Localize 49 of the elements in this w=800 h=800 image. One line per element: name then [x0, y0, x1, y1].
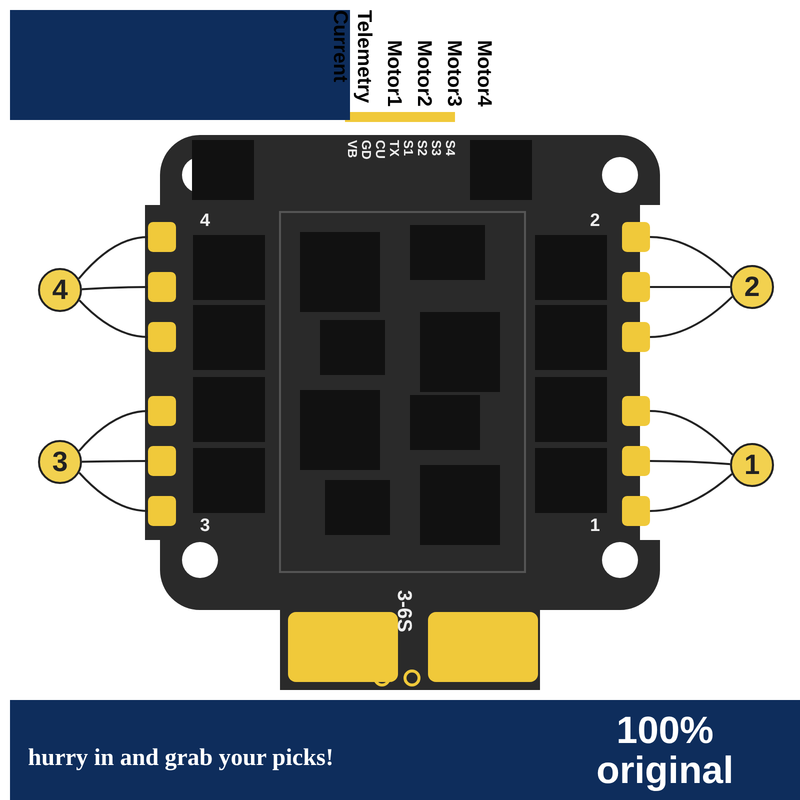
leader-line	[650, 473, 733, 512]
solder-pad	[622, 496, 650, 526]
pin-label: VB	[345, 140, 360, 158]
leader-line	[650, 236, 733, 278]
pin-function-label: Motor2	[412, 40, 435, 107]
leader-line	[78, 300, 148, 338]
pin-label: TX	[387, 140, 402, 157]
pin-label: S2	[415, 140, 430, 156]
callout-number: 1	[730, 443, 774, 487]
solder-pad	[622, 322, 650, 352]
leader-line	[78, 236, 148, 280]
motor-number: 3	[200, 515, 210, 536]
callout-number: 2	[730, 265, 774, 309]
voltage-label: 3-6S	[392, 590, 415, 632]
solder-pad	[622, 396, 650, 426]
leader-line	[650, 460, 730, 466]
solder-pad	[148, 222, 176, 252]
leader-line	[78, 410, 148, 452]
solder-pad	[148, 496, 176, 526]
pin-label: S3	[429, 140, 444, 156]
solder-pad	[622, 222, 650, 252]
solder-pad	[622, 446, 650, 476]
pin-function-label: Motor1	[382, 40, 405, 107]
solder-pad	[148, 396, 176, 426]
pin-function-label: Telemetry	[352, 10, 375, 104]
leader-line	[78, 472, 148, 512]
solder-pad	[148, 272, 176, 302]
leader-line	[82, 460, 148, 463]
solder-pad	[622, 272, 650, 302]
solder-pad	[148, 446, 176, 476]
slogan-text: 100% original	[595, 712, 735, 792]
pin-label: CU	[373, 140, 388, 159]
leader-line	[82, 286, 148, 290]
callout-number: 3	[38, 440, 82, 484]
leader-line	[650, 296, 733, 338]
pin-label: S1	[401, 140, 416, 156]
callout-number: 4	[38, 268, 82, 312]
pin-label: S4	[443, 140, 458, 156]
motor-number: 4	[200, 210, 210, 231]
leader-line	[650, 286, 730, 288]
pin-function-label: Motor4	[472, 40, 495, 107]
pin-label: GD	[359, 140, 374, 160]
pin-function-label: Current	[328, 10, 351, 82]
motor-number: 1	[590, 515, 600, 536]
leader-line	[650, 410, 734, 456]
slogan-text: hurry in and grab your picks!	[28, 745, 334, 772]
motor-number: 2	[590, 210, 600, 231]
solder-pad	[148, 322, 176, 352]
pin-function-label: Motor3	[442, 40, 465, 107]
